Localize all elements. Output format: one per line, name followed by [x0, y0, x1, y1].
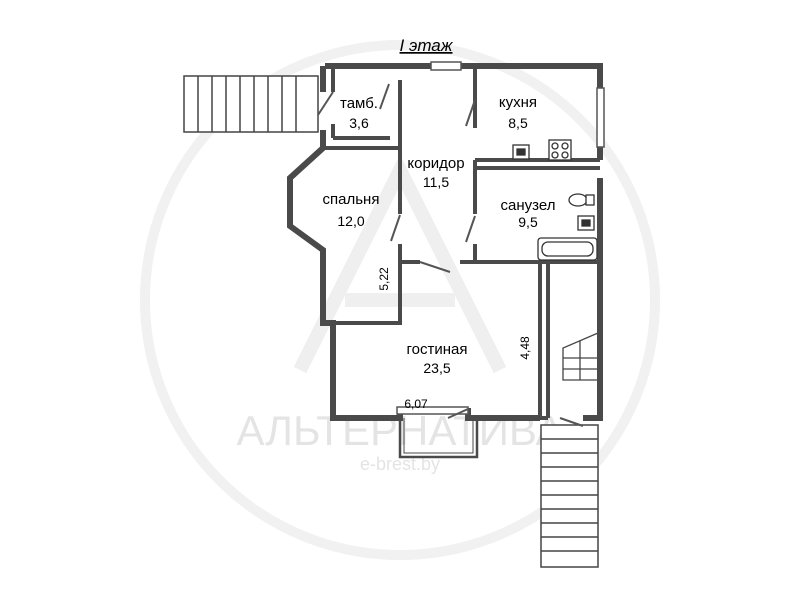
doors [317, 83, 584, 427]
room-area-kitchen: 8,5 [508, 115, 528, 131]
room-area-corridor: 11,5 [423, 174, 449, 190]
walls [287, 63, 603, 421]
room-name-bedroom: спальня [323, 191, 380, 208]
floor-title: I этаж [400, 36, 454, 55]
dimension-label: 4,48 [518, 336, 532, 360]
staircase-bottom [540, 424, 599, 568]
room-name-bathroom: санузел [501, 197, 556, 214]
kitchen-fixtures [512, 139, 572, 161]
room-area-tambur: 3,6 [349, 115, 369, 131]
room-name-tambur: тамб. [340, 95, 378, 112]
dimension-label: 5,22 [377, 267, 391, 291]
interior-stairs [562, 332, 599, 381]
room-name-living: гостиная [407, 341, 468, 358]
room-name-kitchen: кухня [499, 94, 537, 111]
windows [396, 61, 605, 415]
room-area-bathroom: 9,5 [518, 214, 538, 230]
staircase-left [183, 75, 319, 133]
room-area-living: 23,5 [423, 360, 450, 376]
watermark-site: e-brest.by [360, 454, 440, 474]
dimension-label: 6,07 [404, 397, 428, 411]
bathroom-fixtures [537, 193, 598, 261]
toilet-icon [568, 193, 588, 207]
room-area-bedroom: 12,0 [337, 213, 364, 229]
porch [398, 418, 479, 459]
room-name-corridor: коридор [407, 155, 464, 172]
